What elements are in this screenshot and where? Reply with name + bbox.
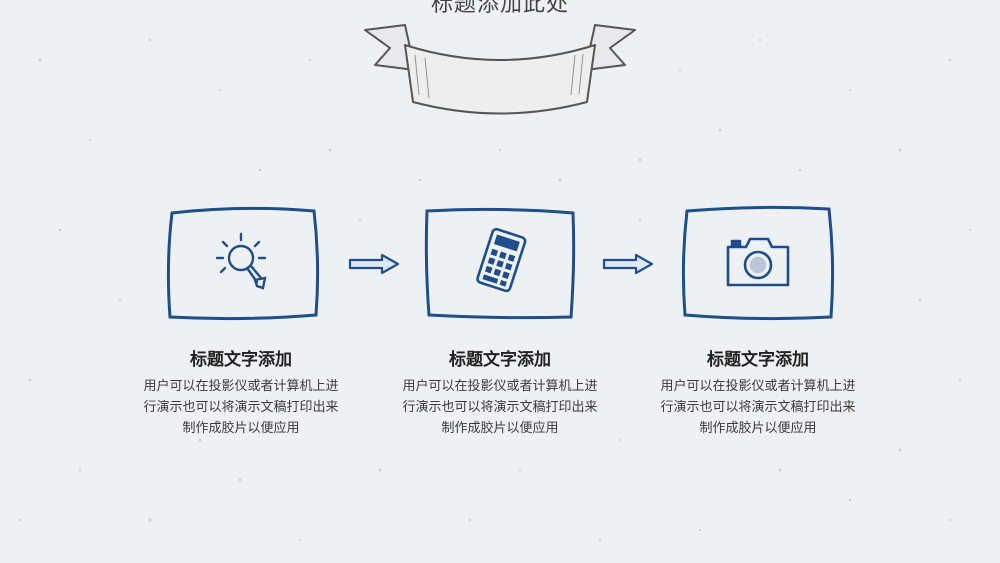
step-3-body: 用户可以在投影仪或者计算机上进 行演示也可以将演示文稿打印出来 制作成胶片以便应… [628,376,888,439]
calculator-icon [476,228,527,293]
step-2-body: 用户可以在投影仪或者计算机上进 行演示也可以将演示文稿打印出来 制作成胶片以便应… [370,376,630,439]
step-2-caption: 标题文字添加 用户可以在投影仪或者计算机上进 行演示也可以将演示文稿打印出来 制… [370,345,630,439]
step-1-sketch-frame [166,206,320,321]
step-3-heading: 标题文字添加 [707,350,809,370]
step-1-body-line: 行演示也可以将演示文稿打印出来 [143,400,339,415]
step-2-body-line: 制作成胶片以便应用 [441,421,559,436]
step-1-body-line: 用户可以在投影仪或者计算机上进 [143,379,339,394]
step-2-sketch-frame [424,207,576,320]
arrow-right-icon [348,253,400,275]
step-2-body-line: 行演示也可以将演示文稿打印出来 [402,400,598,415]
step-3-caption: 标题文字添加 用户可以在投影仪或者计算机上进 行演示也可以将演示文稿打印出来 制… [628,345,888,439]
step-3-sketch-frame [681,205,835,321]
step-1-body: 用户可以在投影仪或者计算机上进 行演示也可以将演示文稿打印出来 制作成胶片以便应… [111,376,371,439]
camera-icon [726,237,790,287]
lightbulb-icon [215,232,267,290]
arrow-right-icon [602,253,654,275]
step-1-heading: 标题文字添加 [190,350,292,370]
step-1-caption: 标题文字添加 用户可以在投影仪或者计算机上进 行演示也可以将演示文稿打印出来 制… [111,345,371,439]
title-ribbon-banner [364,24,636,115]
step-3-body-line: 制作成胶片以便应用 [699,421,817,436]
step-1-body-line: 制作成胶片以便应用 [182,421,300,436]
page-title: 标题添加此处 [430,0,569,17]
step-3-body-line: 用户可以在投影仪或者计算机上进 [660,379,856,394]
step-2-heading: 标题文字添加 [449,350,551,370]
step-2-body-line: 用户可以在投影仪或者计算机上进 [402,379,598,394]
step-3-body-line: 行演示也可以将演示文稿打印出来 [660,400,856,415]
